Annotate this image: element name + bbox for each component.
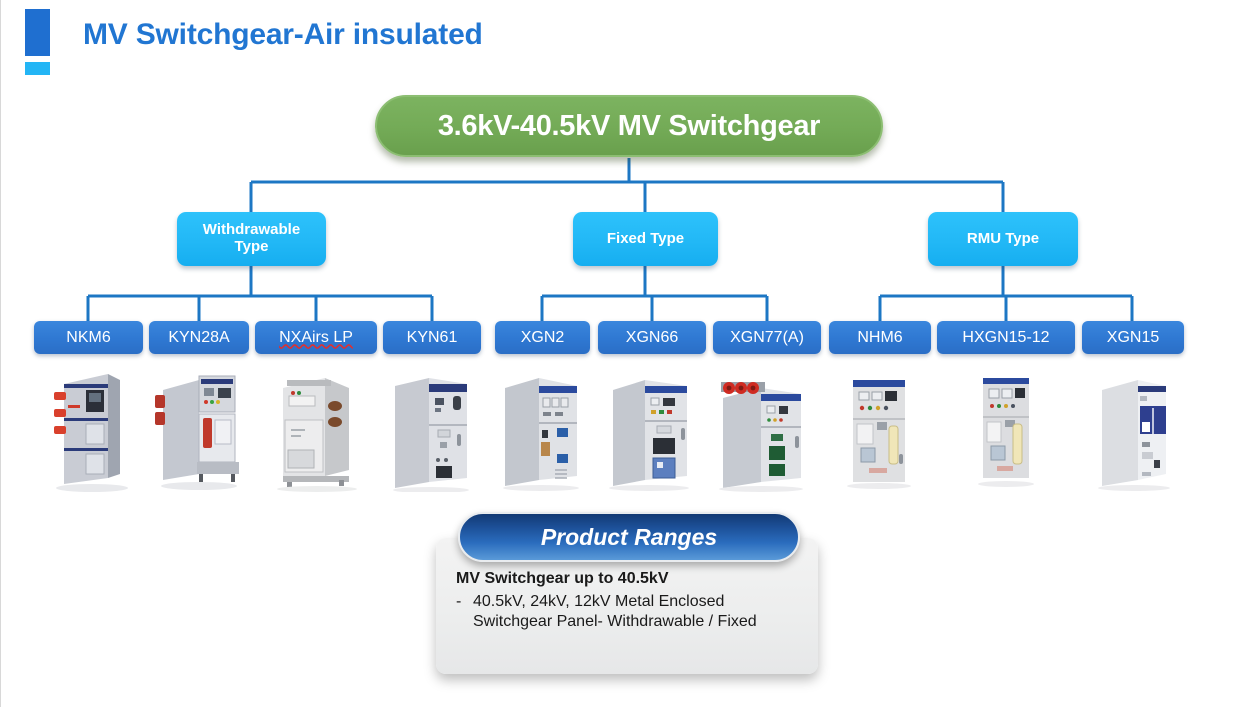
product-ranges-header: Product Ranges [458,512,800,562]
product-node-kyn61[interactable]: KYN61 [383,321,481,354]
title-accent-bar-light [25,62,50,75]
product-node-label: XGN2 [520,328,565,346]
product-photo-xgn66 [601,362,706,492]
product-node-xgn2[interactable]: XGN2 [495,321,590,354]
callout-bullet-text: 40.5kV, 24kV, 12kV Metal Enclosed Switch… [473,593,757,631]
product-photo-xgn15 [1082,362,1184,492]
product-node-xgn77a[interactable]: XGN77(A) [713,321,821,354]
product-node-label: XGN77(A) [730,328,804,346]
category-node-label: Fixed Type [606,229,685,247]
product-node-nkm6[interactable]: NKM6 [34,321,143,354]
category-node-fixed[interactable]: Fixed Type [573,212,718,266]
product-photo-hxgn15-12 [961,362,1051,492]
category-node-withdrawable[interactable]: Withdrawable Type [177,212,326,266]
callout-bullet-item: - 40.5kV, 24kV, 12kV Metal Enclosed Swit… [456,592,804,633]
product-node-hxgn15-12[interactable]: HXGN15-12 [937,321,1075,354]
category-node-label: Withdrawable Type [202,221,301,255]
product-node-label: XGN15 [1106,328,1160,346]
product-photo-nhm6 [833,362,929,492]
product-node-xgn15[interactable]: XGN15 [1082,321,1184,354]
title-accent-bar-dark [25,9,50,56]
product-photo-xgn77a [713,362,821,492]
product-node-label: KYN61 [406,328,458,346]
product-photo-kyn61 [383,362,481,492]
root-node-mv-switchgear[interactable]: 3.6kV-40.5kV MV Switchgear [375,95,883,157]
callout-bullet-marker: - [456,593,462,610]
product-photo-kyn28a [149,362,249,492]
page-title: MV Switchgear-Air insulated [83,18,483,51]
product-photo-nkm6 [34,362,143,492]
product-photo-nxairs-lp [261,362,371,492]
product-node-label: NKM6 [66,328,111,346]
product-node-label: HXGN15-12 [962,328,1050,346]
product-node-label: NHM6 [857,328,903,346]
product-node-label: XGN66 [625,328,679,346]
product-photo-xgn2 [495,362,595,492]
product-node-label: NXAirs LP [279,328,353,346]
category-node-label: RMU Type [966,229,1040,247]
root-node-label: 3.6kV-40.5kV MV Switchgear [437,109,821,142]
product-ranges-header-label: Product Ranges [540,523,718,550]
product-node-xgn66[interactable]: XGN66 [598,321,706,354]
callout-heading: MV Switchgear up to 40.5kV [456,570,669,587]
category-node-rmu[interactable]: RMU Type [928,212,1078,266]
product-node-kyn28a[interactable]: KYN28A [149,321,249,354]
product-node-label: KYN28A [168,328,230,346]
product-node-nhm6[interactable]: NHM6 [829,321,931,354]
product-node-nxairs-lp[interactable]: NXAirs LP [255,321,377,354]
